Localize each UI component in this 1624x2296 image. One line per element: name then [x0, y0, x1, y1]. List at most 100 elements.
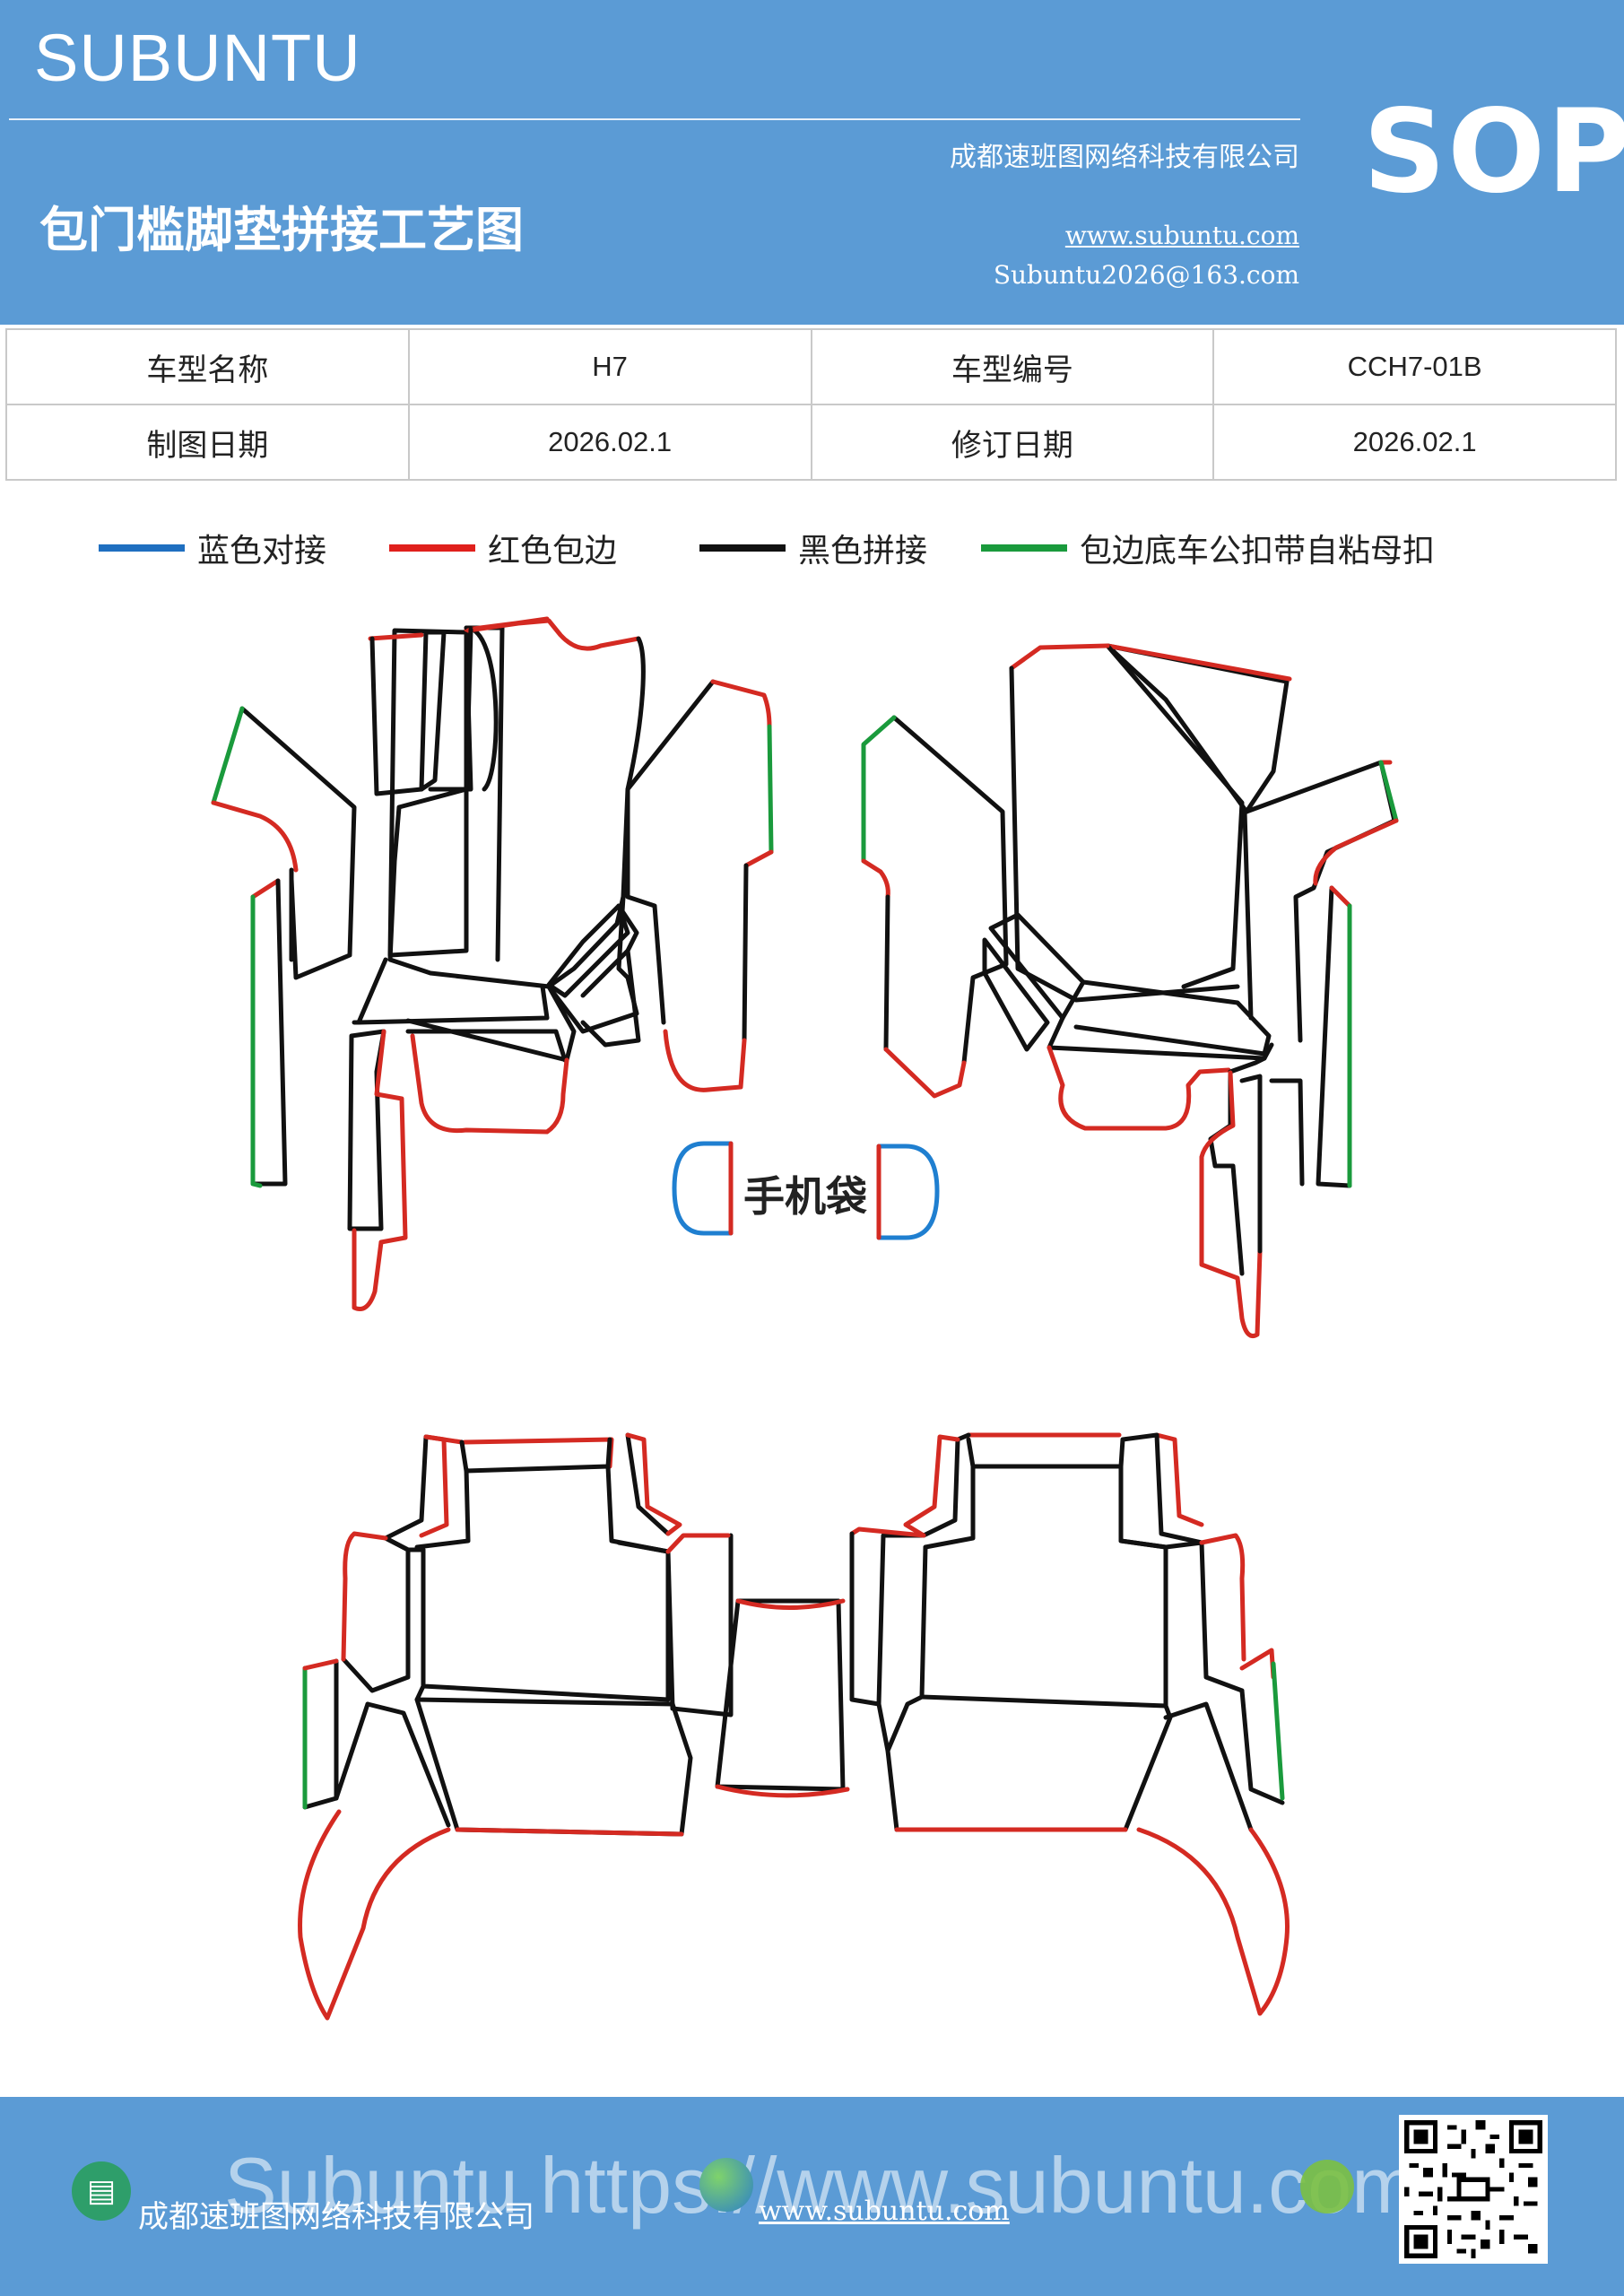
mat-piece [849, 1531, 890, 1753]
mat-piece [665, 1533, 731, 1554]
mat-piece [1199, 1070, 1263, 1338]
mat-piece [715, 1598, 846, 1792]
mat-piece [410, 1033, 569, 1135]
mat-piece [1239, 1074, 1263, 1254]
rear-right-mat-group [849, 1432, 1290, 2016]
footer-company: 成都速班图网络科技有限公司 [138, 2199, 534, 2235]
mat-piece [1009, 665, 1240, 1003]
mat-piece [455, 1827, 684, 1837]
page-title: 包门槛脚垫拼接工艺图 [39, 202, 524, 258]
mat-piece [1046, 1045, 1231, 1131]
brand-name: SUBUNTU [34, 21, 361, 95]
mat-piece [356, 957, 550, 1025]
mat-piece [767, 724, 774, 855]
mat-piece [352, 1228, 384, 1311]
mat-piece [414, 1466, 471, 1550]
mat-piece [1136, 1827, 1290, 2016]
mat-piece [365, 1701, 451, 1828]
mat-piece [1244, 760, 1397, 1043]
mat-piece [849, 1526, 926, 1538]
legend-item-red: 红色包边 [389, 525, 617, 571]
website-link[interactable]: www.subuntu.com [1064, 221, 1299, 250]
mat-piece [861, 715, 897, 864]
building-icon: ▤ [72, 2161, 131, 2221]
globe-icon [699, 2158, 753, 2212]
mat-piece [625, 1432, 671, 1536]
mat-piece [735, 1598, 846, 1610]
legend: 蓝色对接 红色包边 黑色拼接 包边底车公扣带自粘母扣 [0, 525, 1624, 578]
legend-item-green: 包边底车公扣带自粘母扣 [981, 525, 1435, 571]
front-right-mat-group [861, 643, 1399, 1338]
mat-piece [1316, 885, 1352, 1188]
mat-piece [743, 849, 774, 868]
mat-piece [383, 1434, 429, 1552]
mat-piece [211, 800, 299, 873]
info-table: 车型名称 H7 车型编号 CCH7-01B 制图日期 2026.02.1 修订日… [5, 328, 1617, 481]
legend-label: 包边底车公扣带自粘母扣 [1080, 533, 1436, 570]
model-code-value: CCH7-01B [1212, 328, 1617, 405]
mat-piece [369, 636, 424, 796]
mat-piece [347, 1029, 386, 1231]
mat-piece [1313, 818, 1399, 886]
legend-label: 黑色拼接 [798, 533, 928, 570]
mat-piece [250, 878, 281, 900]
mat-piece [742, 863, 749, 1043]
phone-bag-group: 手机袋 [672, 1141, 940, 1240]
draw-date-label: 制图日期 [5, 404, 410, 481]
mat-piece [923, 1464, 976, 1550]
mat-piece [883, 1047, 967, 1099]
mat-piece [891, 715, 1009, 1065]
mat-piece [1269, 1078, 1305, 1187]
mat-piece [1163, 1540, 1245, 1693]
mat-piece [421, 1540, 671, 1702]
mat-piece [1199, 1533, 1246, 1662]
mat-piece [921, 1432, 971, 1538]
legend-label: 蓝色对接 [197, 533, 327, 570]
mat-piece [883, 894, 890, 1052]
mat-piece [1073, 979, 1272, 1057]
mat-piece [665, 1533, 734, 1718]
mat-piece [419, 1434, 449, 1538]
table-row: 车型名称 H7 车型编号 CCH7-01B [5, 328, 1617, 405]
mat-piece [298, 1809, 451, 2021]
company-name: 成都速班图网络科技有限公司 [950, 142, 1299, 173]
mat-piece [423, 1434, 614, 1469]
mat-piece [1046, 1015, 1274, 1061]
mat-piece [663, 1029, 747, 1092]
legend-swatch-black [699, 544, 786, 552]
mat-piece [211, 706, 245, 805]
mat-piece [885, 1694, 1173, 1832]
draw-date-value: 2026.02.1 [407, 404, 812, 481]
mat-piece [966, 1432, 1204, 1545]
revise-date-label: 修订日期 [810, 404, 1215, 481]
mat-piece [966, 1432, 1204, 1527]
phone-bag-right [876, 1144, 940, 1240]
phone-bag-label: 手机袋 [743, 1172, 867, 1221]
legend-label: 红色包边 [488, 533, 618, 570]
mat-piece [546, 903, 630, 998]
footer-website-link[interactable]: www.subuntu.com [759, 2196, 1010, 2227]
header-divider [9, 118, 1300, 120]
footer-watermark: Subuntu https://www.subuntu.com [224, 2141, 1418, 2230]
legend-swatch-red [389, 544, 475, 552]
revise-date-value: 2026.02.1 [1212, 404, 1617, 481]
rear-left-mat-group [298, 1432, 850, 2021]
mat-piece [919, 1538, 1168, 1709]
mat-piece [1163, 1701, 1254, 1832]
mat-piece [903, 1434, 960, 1538]
model-name-value: H7 [407, 328, 812, 405]
mat-piece [1271, 1661, 1285, 1801]
legend-swatch-blue [99, 544, 185, 552]
header-banner: SUBUNTU 包门槛脚垫拼接工艺图 成都速班图网络科技有限公司 www.sub… [0, 0, 1624, 325]
wechat-icon [1300, 2160, 1354, 2213]
mat-piece [1009, 643, 1110, 671]
mat-piece [715, 1784, 850, 1798]
mat-piece [625, 1432, 682, 1536]
mat-piece [1378, 760, 1399, 823]
footer-banner: Subuntu https://www.subuntu.com ▤ 成都速班图网… [0, 2097, 1624, 2296]
mat-piece [876, 1533, 926, 1707]
legend-item-blue: 蓝色对接 [99, 525, 326, 571]
mat-piece [1242, 809, 1254, 1021]
email-address[interactable]: Subuntu2026@163.com [993, 260, 1299, 290]
